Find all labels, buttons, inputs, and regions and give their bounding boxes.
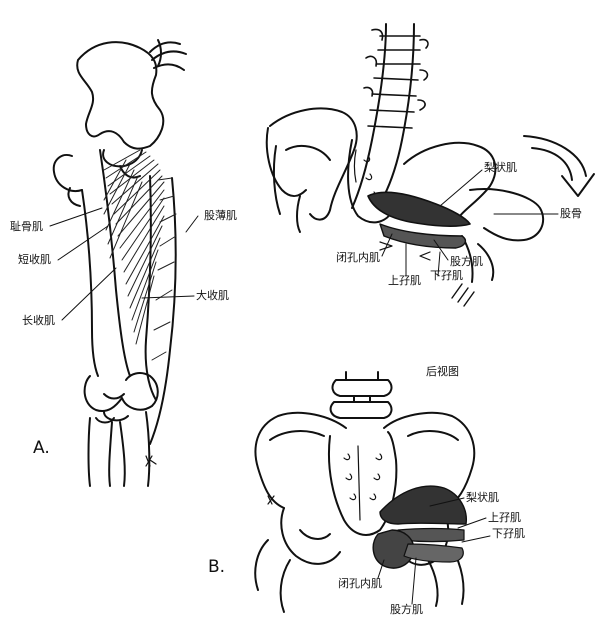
label-obturator-internus-lateral: 闭孔内肌 (336, 251, 380, 264)
label-adductor-magnus: 大收肌 (196, 289, 229, 302)
panel-a-label: A. (33, 438, 50, 458)
label-piriformis-lateral: 梨状肌 (484, 161, 517, 174)
label-quadratus-femoris-lateral: 股方肌 (450, 255, 483, 268)
label-femur: 股骨 (560, 207, 582, 220)
label-gracilis: 股薄肌 (204, 209, 237, 222)
label-quadratus-femoris-posterior: 股方肌 (390, 603, 423, 616)
hip-rotators-lateral-illustration (265, 23, 595, 307)
pelvis-posterior-illustration (254, 371, 476, 613)
label-gemellus-inferior-posterior: 下孖肌 (492, 527, 525, 540)
label-gemellus-superior-lateral: 上孖肌 (388, 274, 421, 287)
label-piriformis-posterior: 梨状肌 (466, 491, 499, 504)
panel-b-label: B. (208, 557, 226, 577)
label-gemellus-superior-posterior: 上孖肌 (488, 511, 521, 524)
thigh-adductor-illustration (52, 39, 187, 487)
label-adductor-brevis: 短收肌 (18, 253, 51, 266)
label-pectineus: 耻骨肌 (10, 220, 43, 233)
label-obturator-internus-posterior: 闭孔内肌 (338, 577, 382, 590)
leader-lines (49, 169, 559, 605)
label-posterior-view: 后视图 (426, 365, 459, 378)
label-gemellus-inferior-lateral: 下孖肌 (430, 269, 463, 282)
label-adductor-longus: 长收肌 (22, 314, 55, 327)
